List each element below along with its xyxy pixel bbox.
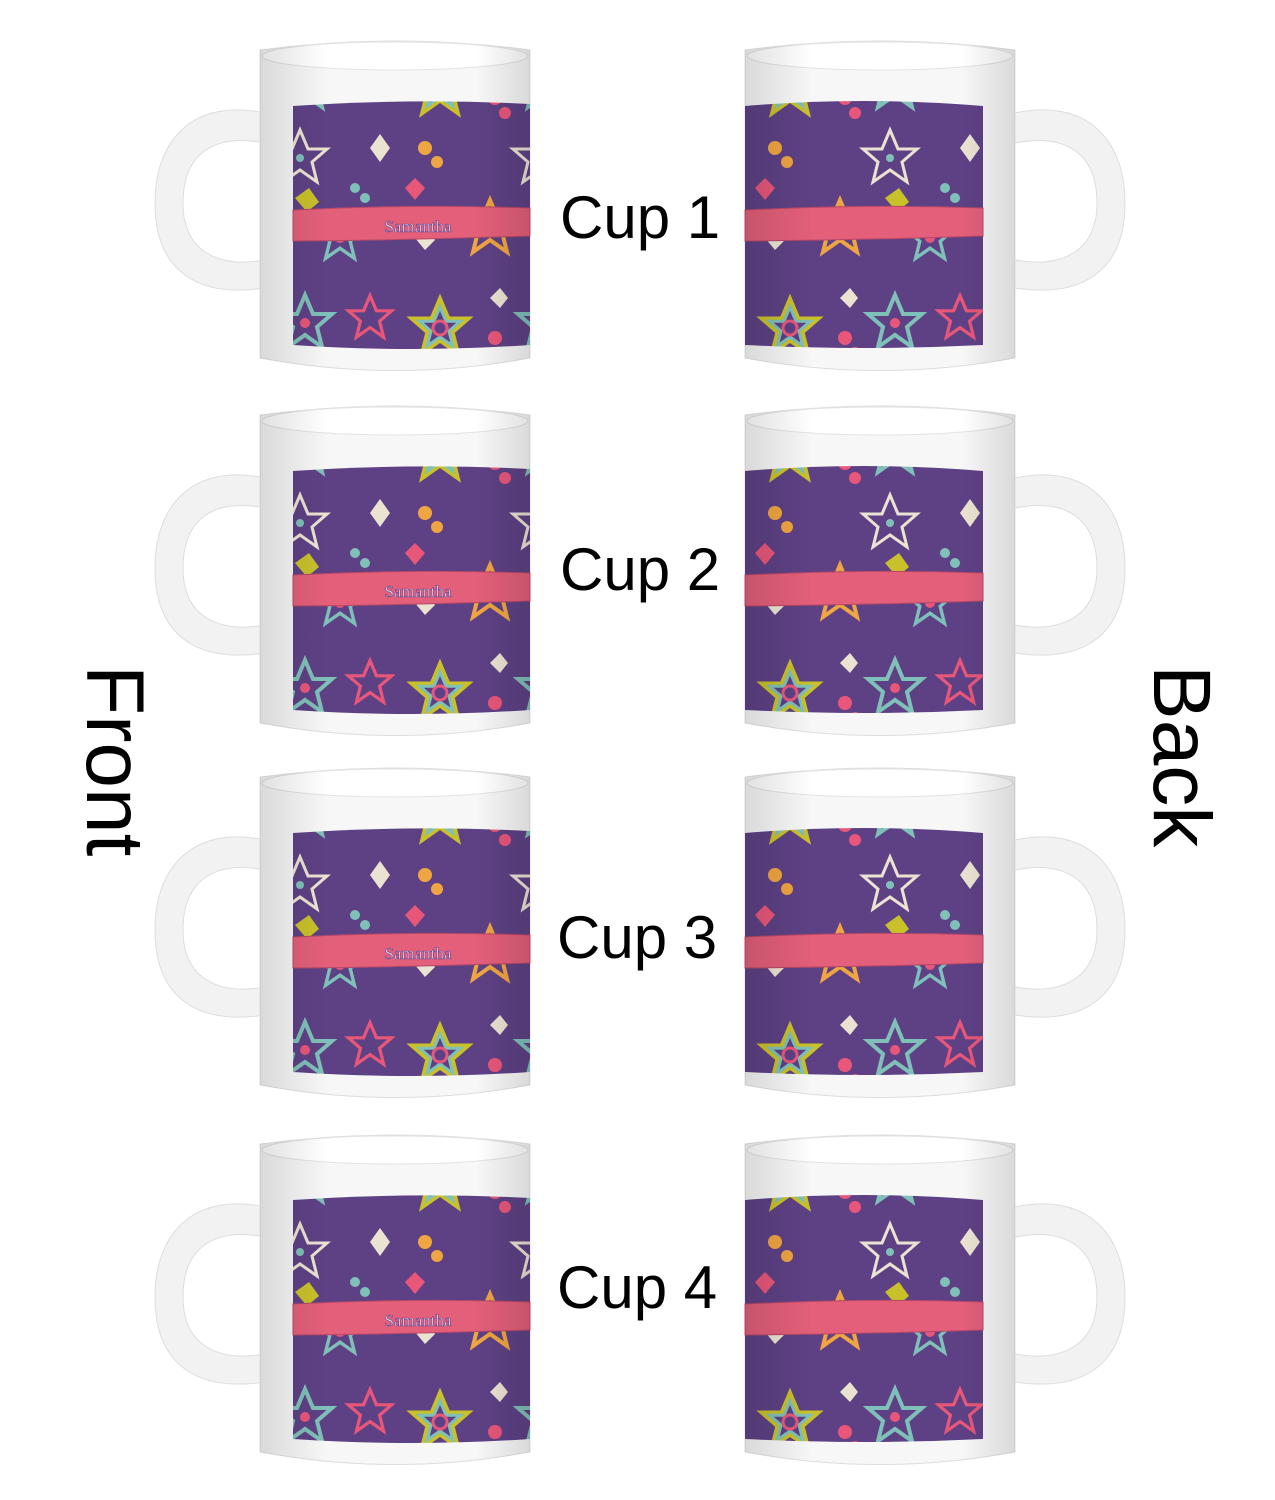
front-label: Front <box>69 665 160 857</box>
cup-label: Cup 4 <box>557 1254 718 1321</box>
name-band <box>744 1299 984 1336</box>
name-band <box>744 932 984 969</box>
personalized-name: Samantha <box>384 582 451 601</box>
personalized-name: Samantha <box>384 944 451 963</box>
name-band <box>744 570 984 607</box>
cup-back-4 <box>744 1132 1126 1477</box>
cup-back-1 <box>744 38 1126 383</box>
cup-handle <box>154 1203 266 1385</box>
cup-rim <box>746 1135 1014 1165</box>
cup-label: Cup 3 <box>557 904 718 971</box>
personalized-name: Samantha <box>384 1311 451 1330</box>
cup-rim <box>746 406 1014 436</box>
name-band <box>744 205 984 242</box>
cup-front-4: Samantha <box>154 1132 535 1477</box>
cup-handle <box>154 836 266 1018</box>
cup-label: Cup 1 <box>560 184 721 251</box>
cup-front-3: Samantha <box>154 765 535 1110</box>
personalized-name: Samantha <box>384 217 451 236</box>
back-label: Back <box>1136 665 1227 848</box>
cup-handle <box>1014 474 1126 656</box>
cup-handle <box>1014 836 1126 1018</box>
cup-handle <box>1014 109 1126 291</box>
cup-back-2 <box>744 403 1126 748</box>
cup-handle <box>1014 1203 1126 1385</box>
cup-label: Cup 2 <box>560 536 721 603</box>
cup-rim <box>746 41 1014 71</box>
cup-front-1: Samantha <box>154 38 535 383</box>
cup-rim <box>261 1135 529 1165</box>
cup-rim <box>261 768 529 798</box>
cup-front-2: Samantha <box>154 403 535 748</box>
cup-rim <box>746 768 1014 798</box>
cup-handle <box>154 109 266 291</box>
cup-handle <box>154 474 266 656</box>
cup-rim <box>261 406 529 436</box>
cup-back-3 <box>744 765 1126 1110</box>
cup-rim <box>261 41 529 71</box>
